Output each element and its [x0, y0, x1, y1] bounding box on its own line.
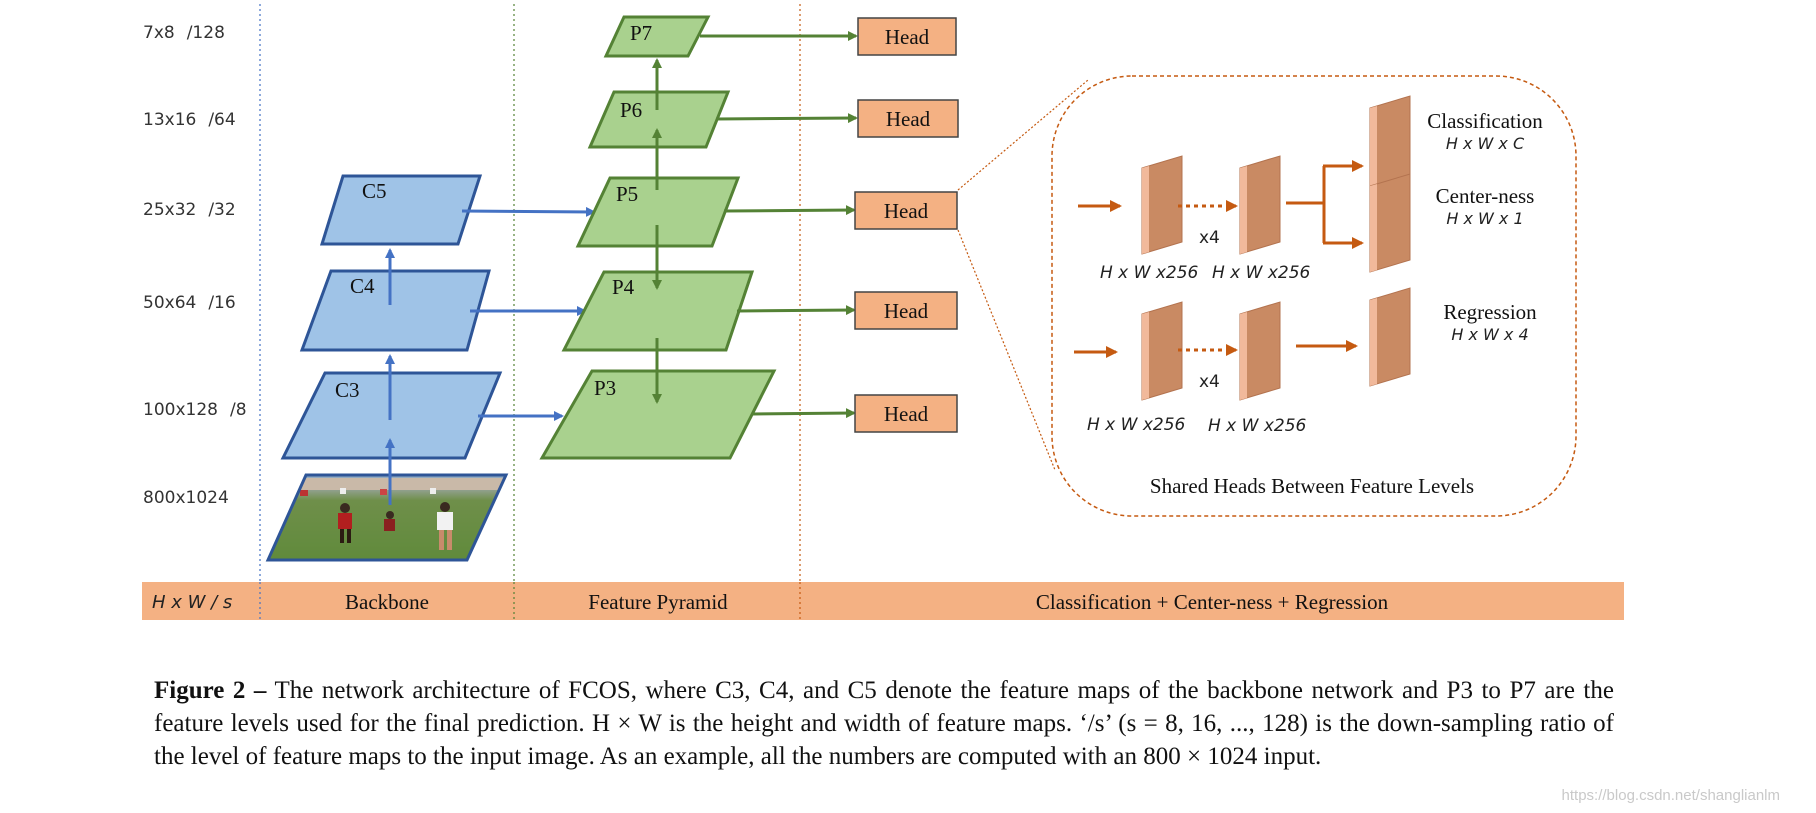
caption-label: Figure 2 –: [154, 677, 267, 704]
scale-label-p5: 25x32/32: [143, 200, 236, 220]
head-p7: [857, 17, 957, 56]
pyramid-p6-shape: [587, 90, 731, 149]
centerness-block: [1369, 173, 1411, 273]
head-label-p3: Head: [884, 402, 929, 426]
cls-block-1: [1141, 155, 1183, 255]
pyramid-label-p4: P4: [612, 275, 635, 299]
head-p3: [854, 394, 958, 433]
head-p6: [857, 99, 959, 138]
zoom-line-top: [957, 79, 1089, 191]
scale-label-p7: 7x8/128: [143, 23, 225, 43]
centerness-label: Center-ness: [1436, 184, 1535, 208]
head-p5: [854, 191, 958, 230]
pyramid-label-p7: P7: [630, 21, 652, 45]
regression-dims: H x W x 4: [1451, 325, 1528, 344]
backbone-label-c5: C5: [362, 179, 387, 203]
footer-feature-pyramid: Feature Pyramid: [588, 590, 728, 614]
arrow-p4-to-head: [736, 305, 856, 316]
pyramid-p7-shape: [603, 15, 711, 58]
pyramid-label-p5: P5: [616, 182, 638, 206]
feature-pyramid: P7 P6 P5 P4 P3: [539, 15, 858, 460]
head-label-p4: Head: [884, 299, 929, 323]
input-image: [265, 473, 509, 562]
arrow-p5-to-head: [723, 205, 856, 216]
pyramid-label-p6: P6: [620, 98, 642, 122]
head-label-p6: Head: [886, 107, 931, 131]
heads: Head Head Head Head Head: [854, 17, 959, 433]
shared-heads-border: [1051, 75, 1577, 517]
footer-backbone: Backbone: [345, 590, 429, 614]
classification-block: [1369, 95, 1411, 195]
caption-text: The network architecture of FCOS, where …: [154, 677, 1614, 770]
footer-background: [142, 582, 1624, 620]
head-label-p7: Head: [885, 25, 930, 49]
feature-dims-label-3: H x W x256: [1087, 415, 1186, 435]
head-p4: [854, 291, 958, 330]
footer-scale-header: H x W / s: [152, 592, 232, 613]
cls-block-2: [1239, 155, 1281, 255]
scale-label-p3: 100x128/8: [143, 400, 247, 420]
footer-heads: Classification + Center-ness + Regressio…: [1036, 590, 1389, 614]
pyramid-p5-shape: [575, 176, 741, 248]
backbone-c4-shape: [299, 269, 491, 352]
watermark: https://blog.csdn.net/shanglianlm: [1561, 787, 1780, 804]
arrow-p6-to-head: [715, 113, 858, 124]
centerness-dims: H x W x 1: [1446, 209, 1523, 228]
scale-labels: 7x8/128 13x16/64 25x32/32 50x64/16 100x1…: [143, 23, 247, 508]
arrow-p3-to-head: [751, 408, 856, 419]
scale-label-p4: 50x64/16: [143, 293, 236, 313]
arrow-c5-to-p5: [461, 206, 596, 217]
pyramid-label-p3: P3: [594, 376, 616, 400]
regression-label: Regression: [1443, 300, 1537, 324]
scale-label-p6: 13x16/64: [143, 110, 236, 130]
classification-dims: H x W x C: [1446, 134, 1525, 153]
scale-label-input: 800x1024: [143, 488, 229, 508]
feature-dims-label-1: H x W x256: [1100, 263, 1199, 283]
repeat-label-top: x4: [1199, 228, 1220, 248]
shared-heads-panel: x4 H x W x256 H x W x256 Classification …: [1051, 75, 1577, 517]
backbone: C5 C4 C3: [280, 174, 596, 505]
head-label-p5: Head: [884, 199, 929, 223]
classification-label: Classification: [1427, 109, 1543, 133]
repeat-label-bottom: x4: [1199, 372, 1220, 392]
zoom-line-bottom: [957, 229, 1056, 471]
figure-caption: Figure 2 – The network architecture of F…: [154, 674, 1614, 773]
shared-heads-title: Shared Heads Between Feature Levels: [1150, 474, 1474, 498]
reg-block-1: [1141, 301, 1183, 401]
pyramid-p4-shape: [561, 270, 755, 352]
backbone-c5-shape: [319, 174, 483, 246]
pyramid-p3-shape: [539, 369, 777, 460]
feature-dims-label-4: H x W x256: [1208, 416, 1307, 436]
backbone-label-c3: C3: [335, 378, 360, 402]
footer-band: H x W / s Backbone Feature Pyramid Class…: [142, 582, 1624, 620]
reg-block-2: [1239, 301, 1281, 401]
backbone-label-c4: C4: [350, 274, 375, 298]
regression-block: [1369, 287, 1411, 387]
feature-dims-label-2: H x W x256: [1212, 263, 1311, 283]
